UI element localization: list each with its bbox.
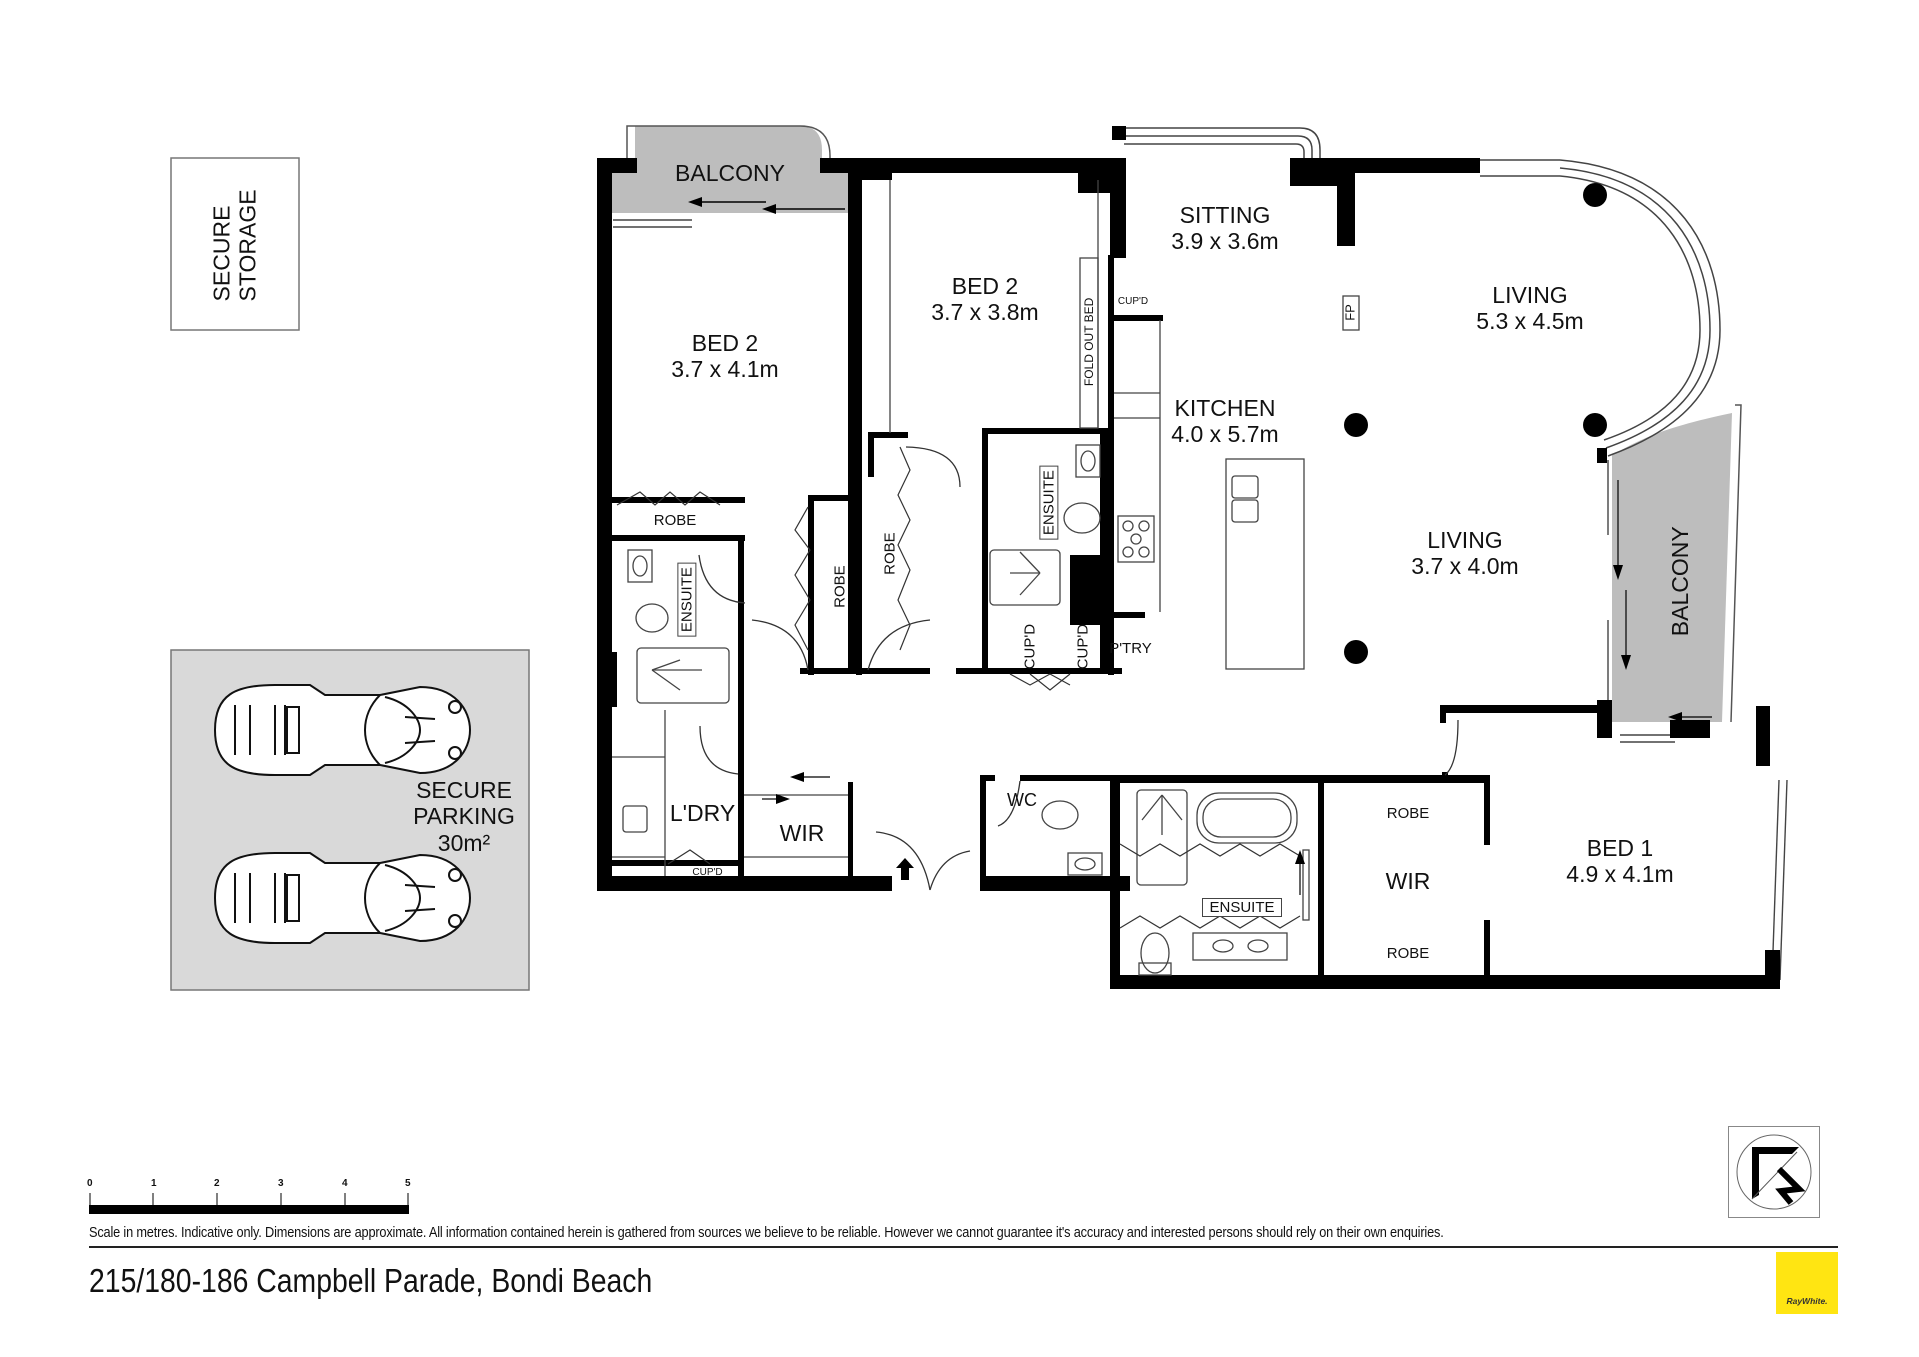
entry-arrow-icon — [896, 858, 914, 880]
ensuite-main-label: ENSUITE — [1202, 898, 1282, 918]
scale-tick-3: 3 — [278, 1178, 284, 1189]
raywhite-logo: RayWhite. — [1776, 1252, 1838, 1314]
balcony-right-fill — [1612, 413, 1732, 722]
sitting-label: SITTING 3.9 x 3.6m — [1150, 202, 1300, 255]
cupd-small-label: CUP'D — [1117, 296, 1149, 307]
room-size: 3.7 x 4.1m — [671, 356, 779, 383]
secure-storage-box — [170, 157, 300, 331]
room-size: 3.7 x 4.0m — [1411, 553, 1519, 580]
scale-tick-2: 2 — [214, 1178, 220, 1189]
robe-left-label: ROBE — [653, 512, 697, 529]
room-name: BED 2 — [951, 273, 1019, 299]
parking-line2: PARKING — [413, 803, 515, 830]
balcony-right-label: BALCONY — [1666, 526, 1693, 637]
kitchen-label: KITCHEN 4.0 x 5.7m — [1150, 395, 1300, 448]
storage-label: SECURE STORAGE — [208, 189, 262, 302]
robe-bottom-label: ROBE — [1386, 945, 1430, 962]
room-size: 5.3 x 4.5m — [1476, 308, 1584, 335]
laundry-label: L'DRY — [669, 800, 736, 826]
pantry-label: P'TRY — [1109, 640, 1152, 657]
property-address: 215/180-186 Campbell Parade, Bondi Beach — [89, 1262, 653, 1299]
room-name: SITTING — [1179, 202, 1271, 228]
scale-tick-4: 4 — [342, 1178, 348, 1189]
brand-label: RayWhite. — [1786, 1296, 1828, 1306]
scale-tick-5: 5 — [405, 1178, 411, 1189]
storage-line2: STORAGE — [235, 189, 261, 302]
kitchen-fittings — [612, 180, 1360, 976]
robe-top-label: ROBE — [1386, 805, 1430, 822]
wir-hall-label: WIR — [779, 820, 825, 846]
ensuite-left-label: ENSUITE — [677, 562, 697, 637]
room-name: KITCHEN — [1174, 395, 1276, 421]
room-size: 4.0 x 5.7m — [1171, 421, 1279, 448]
balcony-top-label: BALCONY — [675, 160, 785, 186]
room-size: 3.9 x 3.6m — [1171, 228, 1279, 255]
north-arrow-icon — [1728, 1126, 1820, 1218]
car-icon — [213, 684, 472, 776]
fireplace-label: FP — [1342, 304, 1358, 321]
disclaimer-text: Scale in metres. Indicative only. Dimens… — [89, 1225, 1444, 1241]
room-size: 4.9 x 4.1m — [1566, 861, 1674, 888]
fold-out-bed-label: FOLD OUT BED — [1082, 297, 1097, 387]
robe-mid2-label: ROBE — [881, 532, 899, 575]
cupd-1-label: CUP'D — [1021, 623, 1039, 670]
parking-line1: SECURE — [416, 777, 512, 803]
scale-tick-0: 0 — [87, 1178, 93, 1189]
room-name: BED 2 — [691, 330, 759, 356]
robe-doors — [616, 446, 1301, 929]
balcony-top-fill — [604, 126, 852, 213]
footer-divider — [89, 1246, 1838, 1248]
room-name: LIVING — [1427, 527, 1503, 553]
room-name: LIVING — [1492, 282, 1568, 308]
storage-line1: SECURE — [208, 205, 235, 302]
car-icon — [213, 852, 472, 944]
wc-label: WC — [1007, 790, 1037, 810]
living-main-label: LIVING 5.3 x 4.5m — [1455, 282, 1605, 335]
laundry-cupd-label: CUP'D — [692, 867, 723, 878]
cupd-2-label: CUP'D — [1074, 623, 1092, 670]
room-name: BED 1 — [1586, 835, 1654, 861]
living-second-label: LIVING 3.7 x 4.0m — [1390, 527, 1540, 580]
robe-mid1-label: ROBE — [831, 565, 849, 608]
parking-area: 30m² — [437, 829, 491, 856]
secure-parking-area — [170, 649, 530, 991]
kitchen-island — [1225, 458, 1305, 670]
ensuite-mid-label: ENSUITE — [1039, 465, 1059, 540]
bed1-label: BED 1 4.9 x 4.1m — [1545, 835, 1695, 888]
bed2-left-label: BED 2 3.7 x 4.1m — [650, 330, 800, 383]
walls — [597, 126, 1780, 989]
bed2-right-label: BED 2 3.7 x 3.8m — [910, 273, 1060, 326]
scale-tick-1: 1 — [151, 1178, 157, 1189]
room-size: 3.7 x 3.8m — [931, 299, 1039, 326]
wir-main-label: WIR — [1385, 868, 1431, 894]
parking-label: SECURE PARKING 30m² — [404, 777, 524, 856]
scale-bar — [89, 1193, 409, 1214]
door-swings — [698, 446, 1459, 891]
fireplace-box — [1342, 295, 1360, 331]
